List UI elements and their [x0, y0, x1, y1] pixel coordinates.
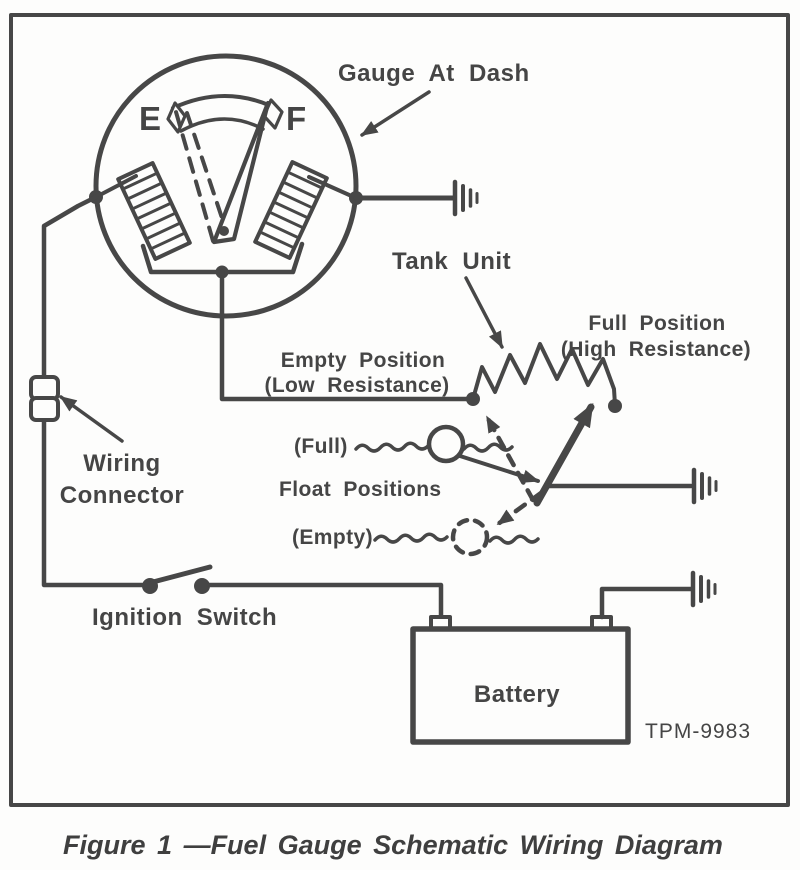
- battery-label: Battery: [474, 681, 560, 708]
- float-empty-label: (Empty): [292, 526, 373, 549]
- float-full: [354, 424, 540, 483]
- wiring-connector-label-line2: Connector: [60, 482, 185, 509]
- ignition-switch-label: Ignition Switch: [92, 604, 277, 631]
- resistor-empty-end-dot: [466, 392, 480, 406]
- harness-wire-upper: [41, 194, 99, 380]
- ground-symbol: [455, 182, 477, 214]
- water-line-left: [373, 532, 449, 544]
- float-ball-empty-dashed: [450, 517, 490, 557]
- gauge-scale-e-label: E: [139, 100, 161, 137]
- coil-lead-left: [94, 174, 138, 199]
- float-full-label: (Full): [294, 435, 348, 458]
- resistor-winding: [471, 342, 617, 407]
- float-positions-label: Float Positions: [279, 478, 442, 501]
- gauge-label-arrow: [360, 90, 431, 137]
- gauge-coil-right: [253, 160, 329, 260]
- full-position-label-line1: Full Position: [588, 312, 725, 335]
- water-line-right: [488, 534, 540, 545]
- gauge-needle-full: [211, 100, 271, 245]
- gauge-coil-left: [116, 161, 192, 261]
- tank-unit-label: Tank Unit: [392, 248, 511, 275]
- needle-pivot-dot: [219, 226, 229, 236]
- wiring-connector: [29, 375, 60, 422]
- switch-contact-right: [194, 578, 210, 594]
- ground-symbol: [693, 573, 715, 605]
- gauge-at-dash-label: Gauge At Dash: [338, 60, 530, 87]
- harness-wire-lower: [41, 417, 145, 588]
- full-position-label-line2: (High Resistance): [561, 338, 751, 361]
- float-empty: [373, 490, 544, 557]
- gauge-at-dash: E F: [89, 53, 363, 319]
- switch-blade: [150, 564, 213, 585]
- ground-symbol: [694, 470, 716, 502]
- wiper-arm-empty-dashed: [484, 414, 536, 503]
- tank-unit-rheostat: [466, 342, 622, 413]
- gauge-scale-f-label: F: [286, 100, 306, 137]
- float-arm-full: [458, 454, 540, 483]
- wiring-connector-label-line1: Wiring: [83, 450, 160, 477]
- water-line-left: [354, 441, 430, 453]
- figure-caption: Figure 1 —Fuel Gauge Schematic Wiring Di…: [63, 830, 723, 860]
- empty-position-label-line1: Empty Position: [281, 349, 445, 372]
- diagram-border: [9, 13, 790, 807]
- gauge-dial-arc: [171, 94, 273, 133]
- switch-to-battery-wire: [206, 582, 444, 620]
- wiper-arm-full-solid: [533, 402, 595, 507]
- resistor-full-end-dot: [608, 399, 622, 413]
- float-ball-full: [426, 424, 466, 464]
- gauge-to-tank-wire: [219, 269, 471, 402]
- battery-ground-wire: [599, 586, 694, 620]
- wiring-connector-arrow: [59, 395, 124, 443]
- part-number: TPM-9983: [645, 720, 751, 743]
- tank-unit-label-arrow: [464, 276, 504, 349]
- water-line-right: [462, 442, 514, 453]
- float-arm-empty-dashed: [495, 490, 544, 527]
- empty-position-label-line2: (Low Resistance): [264, 374, 449, 397]
- gauge-case-circle: [93, 53, 359, 319]
- coil-lead-right: [307, 175, 358, 200]
- ignition-switch: [142, 564, 213, 594]
- battery: Battery: [410, 615, 631, 745]
- battery-case: [410, 626, 631, 745]
